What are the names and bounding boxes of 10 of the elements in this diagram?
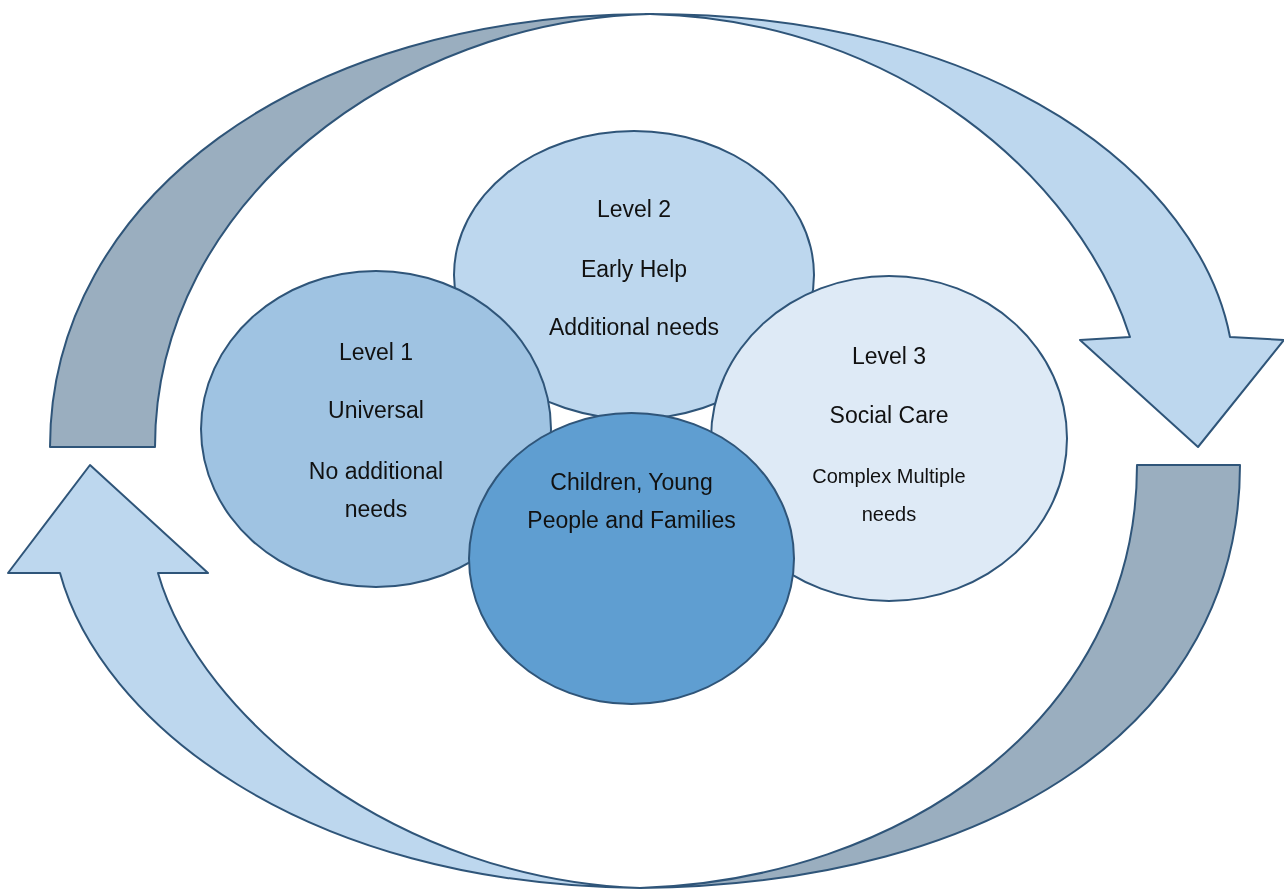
level-name: Universal (327, 396, 425, 425)
level-heading: Level 3 (850, 342, 928, 371)
needs-description: Additional needs (547, 313, 721, 342)
level-name: Early Help (579, 255, 689, 284)
level-heading: Level 1 (337, 338, 415, 367)
needs-description: Complex Multiple needs (811, 464, 967, 527)
needs-description: No additional needs (307, 457, 445, 524)
centre-label: Children, Young People and Families (526, 468, 737, 535)
level-name: Social Care (828, 401, 950, 430)
level-heading: Level 2 (595, 195, 673, 224)
